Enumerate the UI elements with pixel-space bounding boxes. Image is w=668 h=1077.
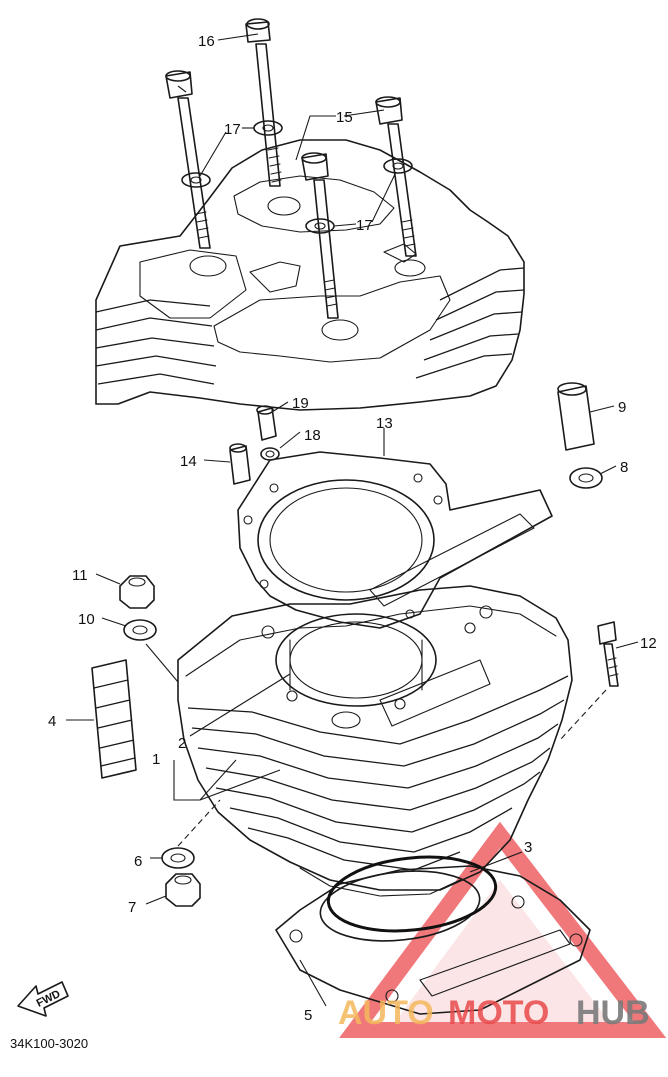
callout-1: 1 xyxy=(152,751,160,768)
callout-18: 18 xyxy=(304,427,321,444)
callout-labels: 16 17 15 17 19 18 13 14 9 8 11 10 12 4 2… xyxy=(48,33,657,1024)
callout-14: 14 xyxy=(180,453,197,470)
callout-15: 15 xyxy=(336,109,353,126)
callout-3: 3 xyxy=(524,839,532,856)
dowel-pins xyxy=(91,382,619,907)
base-gasket xyxy=(275,865,591,1015)
callout-8: 8 xyxy=(620,459,628,476)
callout-7: 7 xyxy=(128,899,136,916)
callout-16: 16 xyxy=(198,33,215,50)
leader-lines xyxy=(66,33,639,1007)
fwd-arrow-icon: FWD xyxy=(17,981,69,1017)
callout-9: 9 xyxy=(618,399,626,416)
callout-19: 19 xyxy=(292,395,309,412)
head-bolts xyxy=(165,18,417,319)
cylinder-block xyxy=(177,585,573,897)
callout-17-lower: 17 xyxy=(356,217,373,234)
watermark-text: AUTO MOTO HUB xyxy=(338,994,650,1032)
diagram-code: 34K100-3020 xyxy=(10,1036,89,1051)
cylinder-head xyxy=(95,139,525,411)
watermark-part1: AUTO xyxy=(338,994,434,1032)
watermark-part2: MOTO xyxy=(448,994,549,1032)
callout-4: 4 xyxy=(48,713,56,730)
callout-2: 2 xyxy=(178,735,186,752)
watermark-part3: HUB xyxy=(576,994,650,1032)
callout-12: 12 xyxy=(640,635,657,652)
callout-11: 11 xyxy=(72,567,88,584)
callout-13: 13 xyxy=(376,415,393,432)
watermark-triangle xyxy=(339,821,667,1038)
callout-6: 6 xyxy=(134,853,142,870)
o-ring xyxy=(326,855,498,933)
head-gasket xyxy=(237,451,553,629)
callout-10: 10 xyxy=(78,611,95,628)
callout-17-upper: 17 xyxy=(224,121,241,138)
callout-5: 5 xyxy=(304,1007,312,1024)
